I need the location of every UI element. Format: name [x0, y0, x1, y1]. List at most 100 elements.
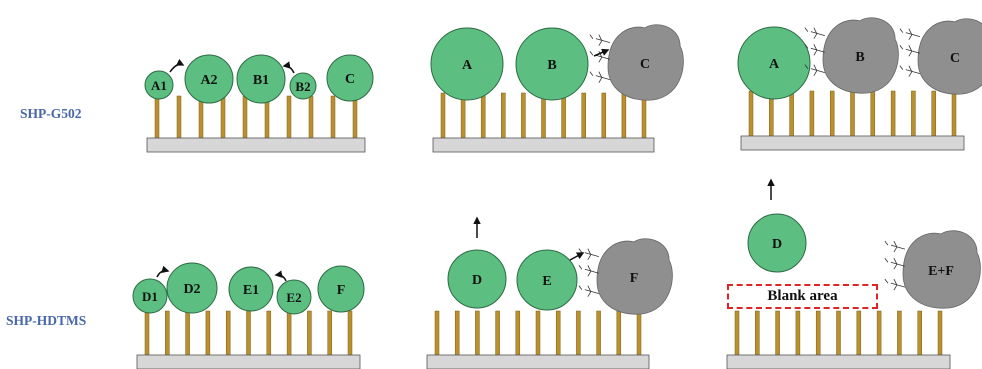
row2-panel3-pillar	[734, 310, 740, 356]
row1-panel2-droplet-a-label: A	[462, 58, 473, 73]
row1-panel1-droplet-b2-label: B2	[295, 79, 310, 94]
row2-panel2-droplet-f-branch-0	[578, 248, 599, 260]
row1-panel3-pillar	[931, 90, 936, 137]
row1-panel3-pillar	[870, 90, 876, 137]
row1-panel3-droplet-c-branch-0	[899, 28, 920, 40]
row1-panel3-substrate	[740, 135, 965, 151]
row2-panel1-droplet-f-label: F	[337, 283, 346, 298]
row1-panel2-droplet-b-label: B	[547, 58, 556, 73]
row2-panel1-arrow-d1	[156, 265, 170, 278]
row1-panel2-pillar	[601, 92, 607, 139]
row1-panel3-droplet-c-label: C	[950, 51, 960, 66]
row1-panel1-droplet-b2	[289, 72, 317, 100]
row2-panel2-pillar	[515, 310, 521, 356]
row1-panel3-pillar	[809, 90, 815, 137]
row2-panel3-pillar	[937, 310, 943, 356]
row2-panel1-pillar	[307, 310, 312, 356]
row2-panel1-pillar	[144, 310, 150, 356]
row1-panel1-arrow-a1	[169, 58, 185, 73]
row1-panel3-droplet-c-branch-2	[899, 65, 920, 77]
row2-panel2-pillar	[555, 310, 561, 356]
row1-panel2-pillar	[440, 92, 446, 139]
row2-panel2-droplet-d	[447, 249, 507, 309]
row1-panel3-droplet-b-branch-0	[804, 27, 825, 39]
row1-panel3-pillar	[850, 90, 855, 137]
row2-panel1-pillar	[205, 310, 211, 356]
row-label-shp-g502: SHP-G502	[20, 106, 82, 121]
row2-panel3-pillar	[917, 310, 922, 356]
row1-panel2-droplet-b	[515, 27, 589, 101]
row1-panel2-droplet-c-branch-1	[589, 51, 610, 63]
row1-panel1-pillar	[154, 95, 160, 139]
row1-panel3-droplet-a-label: A	[769, 57, 780, 72]
row2-panel3-pillar	[775, 310, 780, 356]
row2-panel1-droplet-d1	[132, 278, 168, 314]
row2-panel1-droplet-d1-label: D1	[142, 289, 158, 304]
row1-panel2-droplet-c-label: C	[640, 57, 650, 72]
row1-panel2-droplet-c	[607, 24, 684, 101]
row1-panel2-droplet-a	[430, 27, 504, 101]
row2-panel2-droplet-e-label: E	[542, 274, 551, 289]
row2-panel3-pillar	[815, 310, 821, 356]
row1-panel1-substrate	[146, 137, 366, 153]
row1-panel2-substrate	[432, 137, 655, 153]
row2-panel2-droplet-f-label: F	[630, 271, 639, 286]
row1-panel3-droplet-b-label: B	[855, 50, 864, 65]
row2-panel2-pillar	[596, 310, 601, 356]
row2-panel1-substrate	[136, 354, 361, 369]
row1-panel3-pillar	[789, 90, 794, 137]
row1-panel2-pillar	[480, 92, 486, 139]
row1-panel1-arrow-b2	[282, 61, 295, 74]
row2-panel2-pillar	[475, 310, 480, 356]
row2-panel3-droplet-eplusf-label: E+F	[928, 264, 954, 279]
row1-panel1-pillar	[176, 95, 182, 139]
row2-panel1-pillar	[286, 310, 292, 356]
row2-panel1-droplet-e2	[276, 279, 312, 315]
row1-panel1-pillar	[220, 95, 226, 139]
row2-panel3-pillar	[836, 310, 841, 356]
row1-panel1-pillar	[242, 95, 248, 139]
row2-panel1-pillar	[165, 310, 170, 356]
row2-panel3-pillar	[755, 310, 760, 356]
row2-panel1-pillar	[347, 310, 353, 356]
row1-panel3-droplet-c-branch-1	[899, 45, 920, 57]
row1-panel1-droplet-a2-label: A2	[200, 73, 217, 88]
row2-panel1-droplet-d2-label: D2	[183, 282, 200, 297]
row1-panel3-pillar	[951, 90, 957, 137]
row2-panel1-pillar	[327, 310, 332, 356]
row1-panel1-droplet-a1	[144, 70, 174, 100]
row2-panel1-droplet-f	[317, 265, 365, 313]
row2-panel3-droplet-eplusf	[902, 230, 981, 309]
row1-panel2-pillar	[581, 92, 586, 139]
row2-panel1-droplet-e1-label: E1	[243, 283, 259, 298]
row1-panel3-droplet-b-branch-1	[804, 44, 825, 56]
row2-panel1-pillar	[225, 310, 231, 356]
row2-panel2-arrow-f	[569, 252, 585, 261]
row2-panel2-pillar	[616, 310, 622, 356]
row2-panel3-droplet-d-label: D	[772, 237, 782, 252]
row1-panel1-pillar	[308, 95, 314, 139]
row2-panel1-pillar	[266, 310, 272, 356]
row1-panel1-pillar	[330, 95, 336, 139]
row1-panel2-pillar	[501, 92, 506, 139]
row2-panel1-pillar	[185, 310, 190, 356]
row2-panel1-droplet-e2-label: E2	[286, 290, 301, 305]
row1-panel3-droplet-c	[917, 18, 982, 95]
row2-panel1-arrow-e2	[274, 270, 287, 282]
row1-panel3-pillar	[890, 90, 896, 137]
row1-panel3-pillar	[829, 90, 835, 137]
row2-panel1-droplet-e1	[228, 266, 274, 312]
row2-panel2-pillar	[434, 310, 440, 356]
row2-panel3-pillar	[876, 310, 882, 356]
row2-panel3-droplet-eplusf-branch-2	[884, 278, 906, 291]
row1-panel2-pillar	[521, 92, 526, 139]
blank-area-box: Blank area	[727, 284, 878, 309]
row1-panel3-pillar	[748, 90, 754, 137]
row1-panel1-droplet-a1-label: A1	[151, 78, 167, 93]
row1-panel3-pillar	[911, 90, 916, 137]
row2-panel3-pillar	[897, 310, 902, 356]
row2-panel1-pillar	[246, 310, 251, 356]
row1-panel2-arrow-c	[593, 48, 610, 57]
row2-panel3-droplet-eplusf-branch-0	[884, 240, 906, 253]
